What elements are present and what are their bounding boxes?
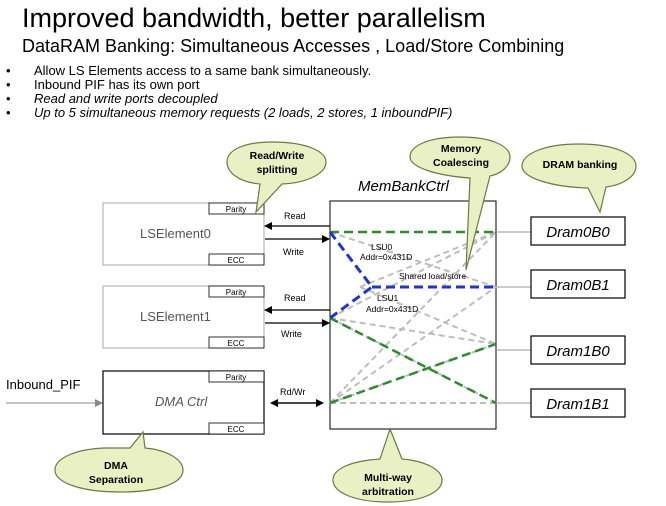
dram-bank-label: Dram1B0 [546, 343, 610, 360]
dram-bank: Dram1B1 [530, 388, 626, 418]
bullet-text: Read and write ports decoupled [34, 91, 218, 106]
callout-bubble [226, 141, 327, 214]
callout-bubble [521, 143, 637, 214]
callout-text: DRAM banking [543, 159, 618, 171]
bullet-item: • Up to 5 simultaneous memory requests (2… [6, 106, 452, 120]
callout-dma-separation: DMA Separation [54, 430, 184, 493]
lselement0-label: LSElement0 [140, 226, 211, 241]
callout-text: Multi-way [364, 472, 412, 484]
callout-text: DMA [104, 460, 128, 472]
dma-ctrl-label: DMA Ctrl [155, 394, 208, 409]
bullet-text: Allow LS Elements access to a same bank … [34, 63, 372, 78]
membankctrl-label: MemBankCtrl [358, 178, 450, 195]
read-port-label: Read [284, 293, 306, 303]
parity-cell [208, 285, 265, 298]
dram-bank: Dram1B0 [530, 335, 626, 365]
ecc-label: ECC [228, 256, 245, 265]
lsu-blue-lines [328, 231, 496, 320]
lsu1-addr: Addr=0x431D [366, 304, 418, 314]
inbound-pif-label: Inbound_PIF [6, 377, 81, 392]
bullet-text: Up to 5 simultaneous memory requests (2 … [34, 105, 453, 120]
callout-text: Separation [89, 474, 143, 486]
callout-bubble [54, 430, 184, 493]
dram-bank-label: Dram0B1 [546, 277, 609, 294]
parity-label: Parity [226, 373, 246, 382]
ecc-cell [208, 422, 265, 435]
bullet-text: Inbound PIF has its own port [34, 77, 200, 92]
dram-bank: Dram0B1 [530, 269, 626, 299]
callout-text: Coalescing [433, 157, 489, 169]
dram-bank-label: Dram0B0 [546, 224, 610, 241]
lsu1-label: LSU1 [377, 293, 399, 303]
port-arrows [264, 222, 330, 407]
lselement0-block: Parity ECC LSElement0 [102, 202, 265, 266]
callout-dram-banking: DRAM banking [521, 143, 637, 214]
ecc-label: ECC [228, 339, 245, 348]
ecc-cell [208, 336, 265, 349]
callout-bubble [409, 136, 511, 271]
bullet-marker: • [6, 91, 11, 106]
callout-multiway-arbitration: Multi-way arbitration [332, 427, 443, 503]
callout-memory-coalescing: Memory Coalescing [409, 136, 511, 271]
rdwr-port-label: Rd/Wr [280, 387, 305, 397]
dram-bank-box [530, 388, 626, 418]
parity-label: Parity [226, 288, 246, 297]
parity-cell [208, 202, 265, 215]
bullet-item: • Inbound PIF has its own port [6, 78, 452, 92]
bullet-marker: • [6, 77, 11, 92]
lselement1-block: Parity ECC LSElement1 [102, 285, 265, 349]
callout-text: Read/Write [250, 150, 305, 162]
dram-bank-box [530, 269, 626, 299]
crossbar-green-lines [329, 230, 497, 405]
ecc-cell [208, 253, 265, 266]
parity-cell [208, 370, 265, 383]
dma-ctrl-block: Parity ECC DMA Ctrl [102, 370, 265, 435]
slide-subtitle: DataRAM Banking: Simultaneous Accesses ,… [22, 36, 565, 56]
callout-text: arbitration [362, 486, 414, 498]
read-port-label: Read [284, 211, 306, 221]
callout-text: Memory [441, 143, 481, 155]
bullet-marker: • [6, 105, 11, 120]
ecc-label: ECC [228, 425, 245, 434]
callout-rw-splitting: Read/Write splitting [226, 141, 327, 214]
callout-text: splitting [257, 164, 298, 176]
slide-title: Improved bandwidth, better parallelism [22, 3, 486, 33]
shared-load-store-label: Shared load/store [399, 271, 466, 281]
callout-bubble [332, 427, 443, 503]
bullet-item: • Allow LS Elements access to a same bank… [6, 64, 452, 78]
dram-bank-box [530, 335, 626, 365]
bullet-item: • Read and write ports decoupled [6, 92, 452, 106]
bank-connectors [496, 231, 531, 404]
lsu0-label: LSU0 [371, 242, 393, 252]
dram-bank-label: Dram1B1 [546, 396, 609, 413]
write-port-label: Write [281, 329, 302, 339]
parity-label: Parity [226, 205, 246, 214]
write-port-label: Write [283, 247, 304, 257]
lselement1-label: LSElement1 [140, 309, 211, 324]
bullet-list: • Allow LS Elements access to a same bank… [6, 64, 452, 120]
dram-bank: Dram0B0 [530, 216, 626, 246]
lsu0-addr: Addr=0x431D [360, 252, 412, 262]
dram-bank-box [530, 216, 626, 246]
bullet-marker: • [6, 63, 11, 78]
